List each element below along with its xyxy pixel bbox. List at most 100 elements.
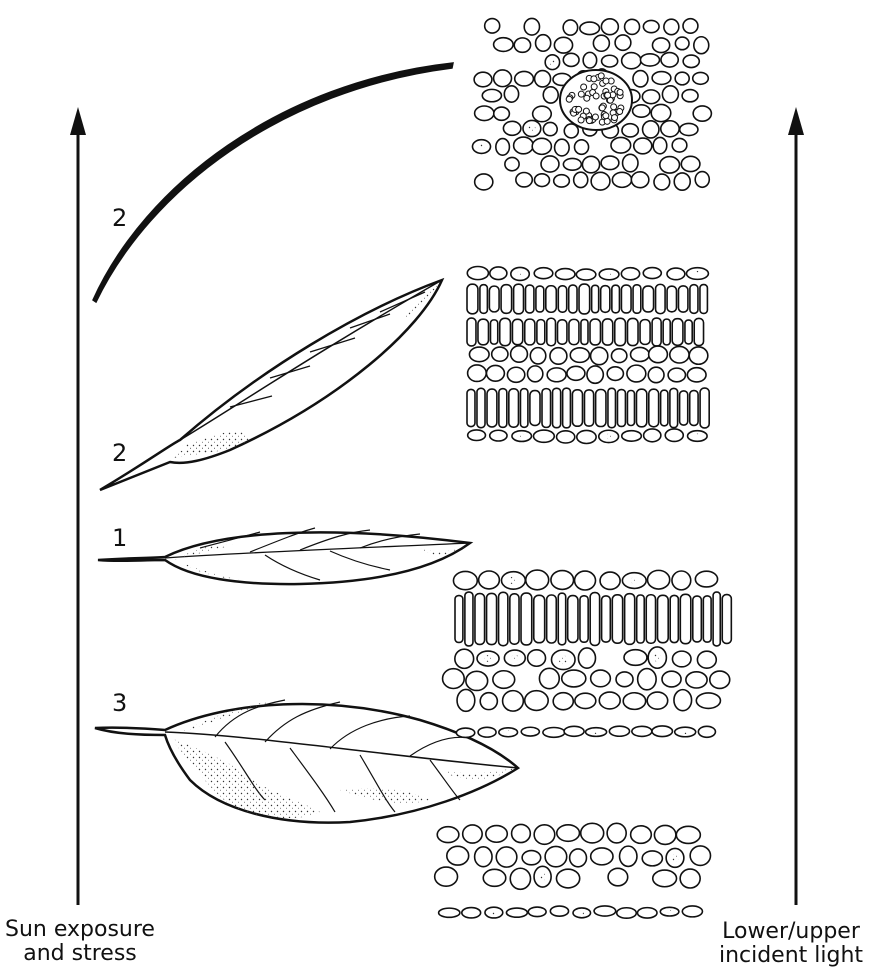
upper-epidermis-cell — [479, 571, 500, 589]
spongy-cell — [578, 648, 595, 668]
lower-epidermis-cell — [533, 430, 554, 442]
spongy-cell — [457, 689, 475, 711]
broad-elliptic-leaf — [95, 700, 518, 823]
mesophyll-cell — [492, 347, 508, 361]
spongy-cell — [623, 693, 645, 710]
mesophyll-cell — [554, 175, 570, 187]
palisade-cell — [525, 319, 535, 345]
spongy-cell — [624, 650, 647, 666]
mesophyll-cell — [514, 38, 530, 52]
upper-epidermis-cell — [581, 823, 604, 843]
mesophyll-cell — [580, 22, 600, 34]
lanceolate-leaf — [98, 528, 470, 584]
lower-epidermis-cell — [682, 906, 702, 917]
palisade-cell — [693, 596, 702, 642]
palisade-cell — [478, 319, 489, 345]
spongy-cell — [690, 846, 710, 865]
spongy-cell-chloroplast — [511, 654, 518, 661]
upper-epidermis-cell — [631, 826, 652, 844]
spongy-cell — [680, 869, 700, 888]
mesophyll-cell — [507, 367, 524, 382]
mesophyll-cell — [515, 71, 534, 85]
palisade-cell — [608, 388, 616, 427]
spongy-cell — [591, 670, 611, 687]
vascular-cell — [591, 76, 597, 82]
spongy-cell — [475, 847, 492, 867]
mesophyll-cell — [475, 174, 493, 190]
vascular-cell — [566, 96, 572, 102]
lower-epidermis-cell — [557, 431, 575, 443]
upper-epidermis-cell — [695, 571, 717, 587]
palisade-cell — [637, 595, 645, 643]
right-axis-label-line2: incident light — [710, 944, 872, 968]
upper-epidermis-cell-chloroplast — [517, 271, 523, 277]
mesophyll-cell — [591, 347, 608, 364]
mesophyll-cell — [689, 347, 708, 364]
mesophyll-cell — [649, 346, 668, 363]
mesophyll-cell — [694, 37, 709, 54]
palisade-cell — [547, 318, 556, 345]
mesophyll-cell — [615, 35, 631, 50]
vascular-cell — [593, 93, 599, 99]
spongy-cell — [525, 691, 548, 711]
mesophyll-cell — [570, 348, 589, 363]
palisade-cell — [636, 389, 646, 427]
mesophyll-cell — [485, 19, 500, 33]
mesophyll-cell — [536, 35, 551, 52]
mesophyll-cell — [494, 38, 514, 52]
palisade-cell — [553, 388, 561, 427]
upper-epidermis-cell-chloroplast — [631, 577, 638, 584]
mesophyll-cell-chloroplast — [478, 143, 484, 149]
mesophyll-cell — [482, 89, 501, 101]
palisade-cell — [487, 389, 497, 427]
mesophyll-cell — [563, 53, 579, 66]
palisade-cell — [455, 596, 463, 643]
mesophyll-cell — [662, 86, 678, 103]
vascular-cell — [605, 92, 611, 98]
mesophyll-cell — [633, 71, 648, 87]
mesophyll-cell — [582, 156, 599, 173]
palisade-cell — [501, 285, 512, 314]
mesophyll-cell — [554, 37, 572, 53]
palisade-cell — [627, 390, 634, 425]
needle-cross-section — [472, 18, 711, 190]
mesophyll-cell — [634, 138, 652, 154]
mesophyll-cell — [533, 106, 552, 122]
upper-epidermis-cell — [676, 826, 700, 843]
spongy-cell — [608, 868, 628, 886]
leaf-number-lanceolate: 1 — [112, 525, 127, 551]
upper-epidermis-cell — [621, 268, 639, 280]
palisade-cell — [579, 284, 590, 314]
palisade-cell — [703, 596, 711, 642]
palisade-cell — [700, 388, 709, 428]
mesophyll-cell — [681, 156, 700, 171]
spongy-cell — [562, 670, 586, 687]
palisade-cell — [590, 593, 599, 646]
lower-epidermis-cell — [652, 726, 672, 737]
needle-leaf — [93, 63, 453, 302]
lower-epidermis-cell — [637, 908, 657, 918]
spongy-cell-chloroplast — [653, 653, 661, 661]
palisade-cell — [694, 318, 703, 345]
spongy-cell — [620, 846, 637, 866]
lower-epidermis-cell-chloroplast — [683, 730, 687, 734]
palisade-cell — [722, 595, 731, 644]
mesophyll-cell — [469, 347, 489, 362]
mesophyll-cell — [623, 154, 638, 172]
spongy-cell — [510, 868, 530, 889]
palisade-cell — [557, 320, 566, 344]
upper-epidermis-cell — [557, 825, 580, 841]
lower-epidermis-cell-chloroplast — [695, 434, 700, 439]
palisade-cell — [612, 285, 620, 313]
palisade-cell — [568, 596, 578, 643]
mesophyll-cell — [601, 156, 619, 170]
mesophyll-cell — [486, 365, 504, 381]
lower-epidermis-cell — [456, 728, 474, 737]
mesophyll-cell — [674, 173, 690, 190]
mesophyll-cell — [654, 174, 670, 190]
palisade-cell — [646, 595, 655, 643]
palisade-cell — [569, 285, 577, 313]
palisade-cell — [558, 593, 565, 645]
palisade-cell — [558, 286, 566, 312]
mesophyll-cell — [611, 349, 626, 363]
